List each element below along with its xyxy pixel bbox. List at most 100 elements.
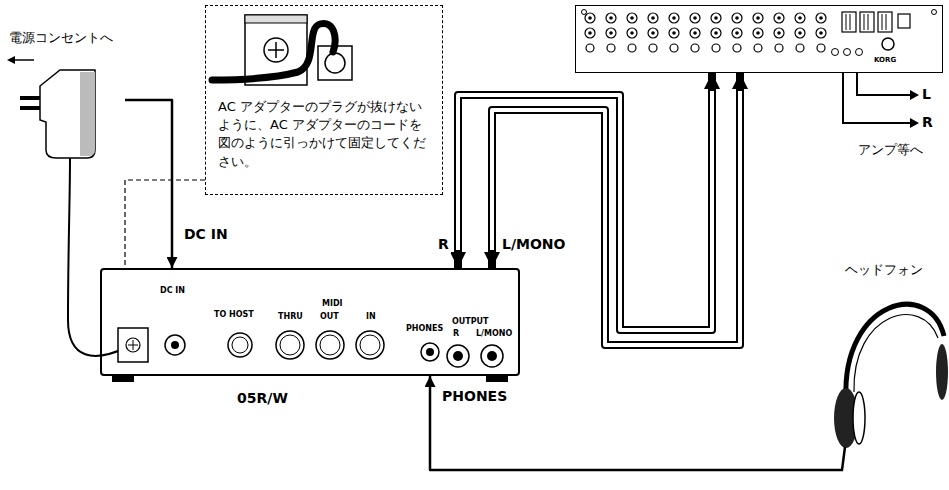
mixer-hole-dot — [756, 31, 760, 35]
mixer-hole — [817, 44, 825, 52]
mixer-hole — [712, 44, 720, 52]
mixer-hole-dot — [651, 16, 655, 20]
mixer-hole — [606, 28, 616, 38]
panel-label: R — [453, 329, 459, 339]
mixer-hole — [669, 13, 679, 23]
node-text: 電源コンセントへ — [9, 30, 113, 46]
rack-hole — [582, 10, 587, 15]
midi-jack-ring — [360, 335, 380, 355]
host-jack-ring — [232, 337, 248, 353]
dc-socket-hole — [325, 53, 345, 73]
note-label: アンプ等へ — [856, 142, 925, 158]
midi-jack-ring — [320, 335, 340, 355]
amp-lines — [843, 73, 912, 123]
ear-pad — [853, 392, 865, 444]
cable-core — [458, 91, 712, 330]
mixer-hole — [627, 28, 637, 38]
screw-cross — [268, 42, 284, 58]
mixer-hole — [648, 28, 658, 38]
mixer-hole-dot — [693, 16, 697, 20]
mixer-hole — [690, 28, 700, 38]
mixer-hole — [775, 44, 783, 52]
mixer-hole — [690, 13, 700, 23]
mixer-hole — [754, 44, 762, 52]
mixer-hole-dot — [672, 16, 676, 20]
mixer-hole — [585, 13, 595, 23]
headphones: ヘッドフォン — [815, 262, 945, 482]
cable-core — [492, 91, 740, 345]
mixer-hole-dot — [714, 16, 718, 20]
mixer-hole — [795, 28, 805, 38]
rack-hole — [932, 10, 937, 15]
mixer-hole — [649, 44, 657, 52]
panel-label: OUT — [320, 312, 339, 322]
outlet-arrow — [14, 59, 34, 61]
mixer-hole — [711, 28, 721, 38]
cable-label: PHONES — [440, 388, 509, 405]
mixer-hole-dot — [798, 31, 802, 35]
hooked-cord — [212, 23, 335, 80]
mixer-hole — [628, 44, 636, 52]
mixer-hole — [816, 13, 826, 23]
mixer-knob — [832, 49, 839, 56]
mixer-knob — [844, 49, 851, 56]
output-jack — [447, 345, 469, 367]
midi-jack — [316, 331, 344, 359]
ac-adapter: 電源コンセントへ — [5, 30, 125, 165]
panel-label: L/MONO — [476, 329, 512, 339]
mixer-hole — [711, 13, 721, 23]
cable-label: L/MONO — [500, 236, 568, 253]
mixer-hole-dot — [819, 31, 823, 35]
dc-jack-pin — [171, 341, 179, 349]
node-text: AC アダプターのプラグが抜けないように、AC アダプターのコードを図のように引… — [218, 98, 430, 171]
mixer-hole — [606, 13, 616, 23]
mixer-hole — [732, 13, 742, 23]
mixer-hole-dot — [672, 31, 676, 35]
mixer-hole-dot — [777, 16, 781, 20]
mixer-hole-dot — [588, 31, 592, 35]
midi-jack — [356, 331, 384, 359]
meter — [860, 12, 874, 32]
mixer-hole — [607, 44, 615, 52]
device-foot — [112, 376, 134, 382]
midi-jack-ring — [280, 335, 300, 355]
adapter-prong — [20, 96, 40, 100]
amp-arrowheads — [910, 90, 919, 128]
host-jack — [228, 333, 252, 357]
midi-jack — [276, 331, 304, 359]
mixer-hole — [585, 28, 595, 38]
device-name: 05R/W — [237, 390, 288, 407]
callout-leader — [125, 180, 205, 268]
phones-jack — [421, 343, 439, 361]
mixer-hole-dot — [819, 16, 823, 20]
mixer-hole — [670, 44, 678, 52]
adapter-prong — [20, 106, 40, 110]
channel-label: R — [920, 114, 935, 131]
meter — [878, 12, 892, 32]
mixer-hole — [733, 44, 741, 52]
screw — [126, 338, 140, 352]
mixer-switch — [898, 14, 910, 28]
panel-label: OUTPUT — [452, 317, 489, 327]
mixer-hole — [753, 28, 763, 38]
panel-label: MIDI — [322, 299, 343, 309]
adapter-shade — [80, 72, 95, 156]
adapter-cord — [68, 158, 125, 356]
panel-label: IN — [366, 312, 376, 322]
panel-label: PHONES — [406, 324, 443, 334]
mixer-hole-dot — [609, 31, 613, 35]
mixer-hole-dot — [630, 31, 634, 35]
mixer-hole-dot — [735, 16, 739, 20]
device-foot — [486, 376, 508, 382]
outlet-arrowhead — [7, 56, 15, 64]
mixer-hole-dot — [798, 16, 802, 20]
device-05rw: DC INTO HOSTMIDITHRUOUTINPHONESOUTPUTRL/… — [100, 268, 520, 376]
mixer-hole — [774, 13, 784, 23]
cord-hook-top — [245, 15, 307, 23]
ear-cup — [936, 344, 948, 400]
headphone-cord — [815, 447, 845, 470]
mixer-knob — [856, 49, 863, 56]
headband-inner — [854, 315, 938, 392]
